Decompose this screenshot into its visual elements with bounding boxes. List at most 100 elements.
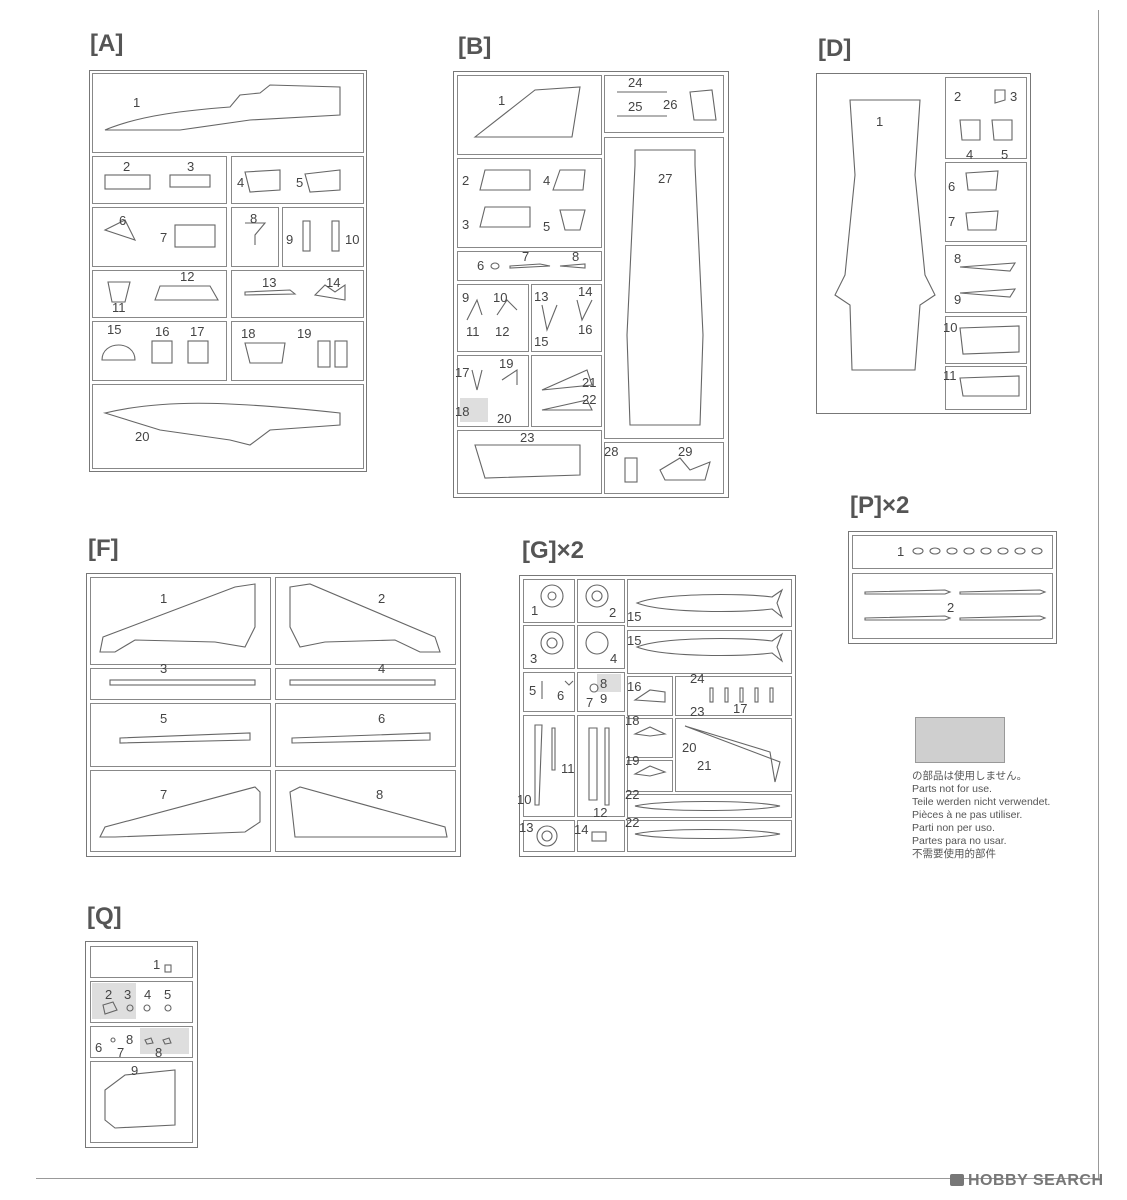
part-number: 7 [522,249,530,264]
small-parts-a [104,169,341,193]
sprue-g-cell [627,676,673,716]
sprue-q-frame [85,941,198,1148]
sprue-d-cell [945,77,1027,159]
sprue-d-label: [D] [818,35,852,62]
hobby-search-logo-icon [950,1174,964,1186]
gear-leg-parts [534,724,610,806]
part-number: 17 [455,365,470,380]
part-number: 3 [1010,89,1018,104]
part-number: 17 [190,324,205,339]
part-number: 11 [112,300,126,315]
sprue-g-cell [577,579,625,623]
sprue-f-cell [90,668,271,700]
part-number: 10 [493,290,508,305]
sprue-a-cell [92,156,227,204]
sprue-b-cell [604,137,724,439]
sprue-d-cell [945,245,1027,313]
part-number: 5 [160,711,168,726]
sprue-f-cell [275,577,456,665]
part-number: 5 [529,683,537,698]
small-parts-b6 [624,457,711,483]
sprue-b-cell [457,251,602,281]
unused-part-highlight [140,1028,189,1054]
small-parts-d2 [965,170,999,231]
blank-area [300,888,1096,1168]
part-number: 6 [95,1040,103,1055]
part-number: 11 [561,761,575,776]
watermark: HOBBY SEARCH [968,1172,1104,1189]
part-number: 2 [378,591,386,606]
small-parts-d4 [959,325,1020,397]
part-number: 4 [543,173,551,188]
part-number: 14 [574,822,589,837]
sprue-b-cell [531,355,602,427]
part-number: 15 [534,334,549,349]
part-number: 8 [155,1045,163,1060]
sprue-b-cell [457,355,529,427]
part-number: 7 [948,214,956,229]
sprue-q-cell [90,981,193,1023]
part-number: 16 [155,324,170,339]
part-number: 20 [682,740,697,755]
part-number: 20 [135,429,150,444]
sprue-f-cell [275,703,456,767]
sprue-g-cell [675,676,792,716]
part-number: 21 [582,375,597,390]
sprue-f-cell [275,668,456,700]
part-number: 4 [610,651,618,666]
part-number: 2 [105,987,113,1002]
sprue-g-cell [627,820,792,852]
part-number: 8 [250,211,258,226]
part-number: 9 [462,290,470,305]
part-number: 22 [625,787,640,802]
drop-tank-parts [635,588,784,663]
part-number: 18 [625,713,640,728]
part-number: 3 [187,159,195,174]
sprue-f-cell [90,703,271,767]
sprue-a-cell [231,270,364,318]
part-number: 27 [658,171,673,186]
part-number: 4 [144,987,152,1002]
sprue-a-frame [89,70,367,472]
vertical-tail-part [473,86,581,138]
sprue-g-cell [627,794,792,818]
part-number: 3 [530,651,538,666]
small-parts-a4 [101,340,348,368]
unused-parts-swatch [915,717,1005,763]
part-number: 17 [733,701,748,716]
fuselage-half-part-20 [102,402,341,446]
sprue-f-frame [86,573,461,857]
part-number: 6 [378,711,386,726]
part-number: 8 [954,251,962,266]
part-number: 18 [455,404,470,419]
legend-line: Partes para no usar. [912,835,1007,847]
sprue-q-cell [90,946,193,978]
part-number: 15 [107,322,122,337]
part-number: 1 [876,114,884,129]
sprue-a-cell [92,321,227,381]
sprue-a-cell [231,207,279,267]
part-number: 1 [531,603,539,618]
flap-parts [119,732,431,744]
bombs-part [864,589,1047,621]
part-number: 5 [543,219,551,234]
part-number: 24 [690,671,705,686]
part-number: 1 [498,93,506,108]
sprue-g-cell [627,579,792,627]
part-number: 14 [326,275,341,290]
sprue-q-cell [90,1026,193,1058]
small-parts-p1 [912,547,1043,555]
sprue-f-cell [90,770,271,852]
part-number: 12 [495,324,510,339]
sprue-b-frame [453,71,729,498]
part-number: 26 [663,97,678,112]
sprue-g-cell [523,672,575,712]
part-number: 9 [954,292,962,307]
fuselage-bottom-part [626,149,704,426]
legend-line: Parts not for use. [912,783,992,795]
part-number: 5 [1001,147,1009,162]
sprue-a-cell [92,384,364,469]
part-number: 1 [897,544,905,559]
wing-part [289,583,441,653]
part-number: 11 [943,368,957,383]
